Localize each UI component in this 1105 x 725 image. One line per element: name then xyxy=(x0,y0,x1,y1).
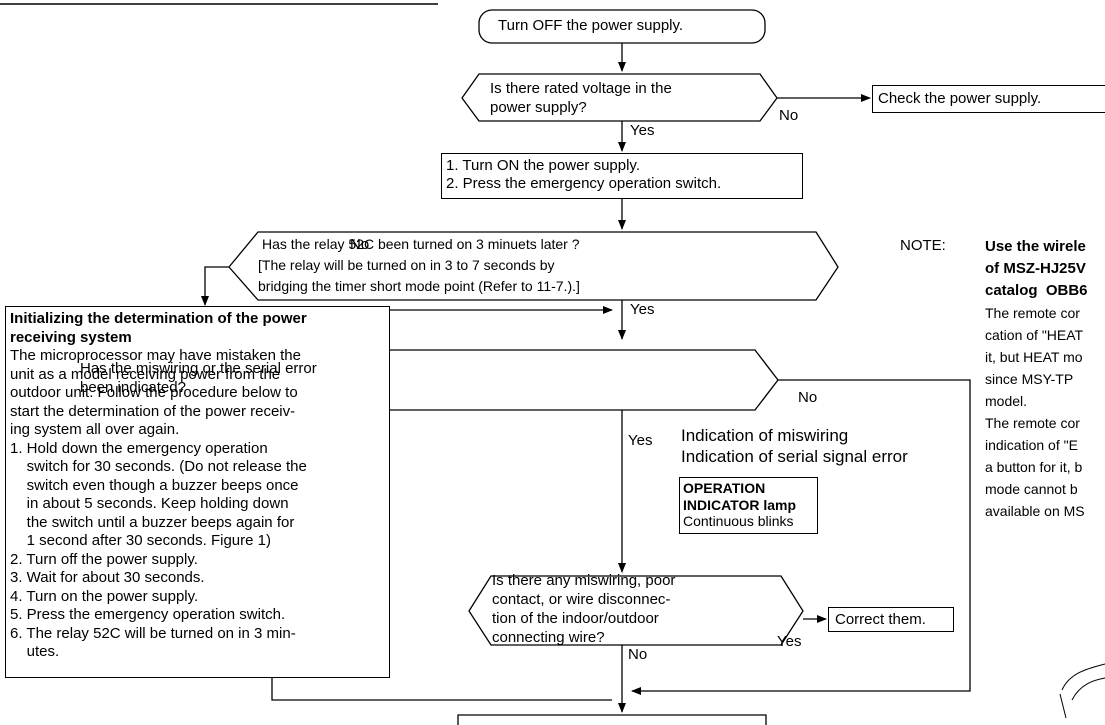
label-no-relay: No xyxy=(350,236,370,253)
decision-wire-line-3: tion of the indoor/outdoor xyxy=(492,610,659,627)
note-label: NOTE: xyxy=(900,237,946,254)
next-step-box-shape xyxy=(457,714,767,725)
lamp-title-1: OPERATION xyxy=(683,480,766,496)
start-node-text: Turn OFF the power supply. xyxy=(498,17,684,34)
init-step: switch for 30 seconds. (Do not release t… xyxy=(10,458,307,475)
note-line: model. xyxy=(985,393,1028,409)
init-intro-3: outdoor unit. Follow the procedure below… xyxy=(10,384,298,401)
note-line: available on MS xyxy=(985,503,1085,519)
decision-wire-shape xyxy=(468,575,804,646)
label-yes-wire: Yes xyxy=(777,633,802,650)
note-block: Use the wirele of MSZ-HJ25V catalog OBB6… xyxy=(985,236,1105,522)
label-no-wire: No xyxy=(628,646,648,663)
lamp-title-2: INDICATOR lamp xyxy=(683,496,797,513)
indication-line-1: Indication of miswiring xyxy=(681,426,849,445)
init-step: the switch until a buzzer beeps again fo… xyxy=(10,513,295,531)
init-intro-5: ing system all over again. xyxy=(10,421,180,438)
note-bold-line: Use the wirele xyxy=(985,238,1086,255)
check-power-box: Check the power supply. xyxy=(872,85,1105,113)
note-line: mode cannot b xyxy=(985,481,1078,497)
turn-on-steps-box: 1. Turn ON the power supply. 2. Press th… xyxy=(441,153,803,199)
init-step: utes. xyxy=(10,643,60,660)
init-step: in about 5 seconds. Keep holding down xyxy=(10,495,289,512)
init-intro-1: The microprocessor may have mistaken the xyxy=(10,347,301,364)
note-line: since MSY-TP xyxy=(985,371,1074,387)
decision-wire-line-4: connecting wire? xyxy=(492,629,605,646)
init-step: 5. Press the emergency operation switch. xyxy=(10,606,286,623)
decision-wire-line-2: contact, or wire disconnec- xyxy=(492,591,671,608)
indication-line-2: Indication of serial signal error xyxy=(681,447,908,466)
decision-wire-line-1: Is there any miswiring, poor xyxy=(492,572,676,589)
label-no-voltage: No xyxy=(779,107,799,124)
label-no-miswiring: No xyxy=(798,389,818,406)
note-line: indication of "E xyxy=(985,437,1078,453)
init-step: 4. Turn on the power supply. xyxy=(10,587,199,605)
label-yes-relay: Yes xyxy=(630,301,655,318)
decision-relay-line-3: bridging the timer short mode point (Ref… xyxy=(258,278,580,294)
decision-miswiring-line-1: Has the miswiring or the serial error xyxy=(80,360,317,377)
remote-controller-figure xyxy=(1059,663,1105,719)
init-step: 1 second after 30 seconds. Figure 1) xyxy=(10,532,271,549)
note-bold-line: catalog OBB6 xyxy=(985,282,1088,299)
note-line: cation of "HEAT xyxy=(985,327,1084,343)
check-power-text: Check the power supply. xyxy=(878,90,1042,107)
decision-relay-shape xyxy=(228,231,839,301)
init-title-line-1: Initializing the determination of the po… xyxy=(10,310,307,327)
turn-on-step-1: 1. Turn ON the power supply. xyxy=(446,157,640,174)
note-bold-line: of MSZ-HJ25V xyxy=(985,260,1086,277)
correct-box: Correct them. xyxy=(828,607,954,632)
note-line: it, but HEAT mo xyxy=(985,349,1083,365)
decision-voltage-line-1: Is there rated voltage in the xyxy=(490,80,672,97)
init-intro-4: start the determination of the power rec… xyxy=(10,402,296,420)
decision-voltage-line-2: power supply? xyxy=(490,99,587,116)
decision-relay-line-2: [The relay will be turned on in 3 to 7 s… xyxy=(258,257,555,273)
note-line: The remote cor xyxy=(985,305,1080,321)
lamp-box: OPERATION INDICATOR lamp Continuous blin… xyxy=(679,477,818,534)
note-line: The remote cor xyxy=(985,415,1080,431)
turn-on-step-2: 2. Press the emergency operation switch. xyxy=(446,175,722,192)
init-step: 1. Hold down the emergency operation xyxy=(10,439,268,457)
init-step: 2. Turn off the power supply. xyxy=(10,550,198,568)
label-yes-miswiring: Yes xyxy=(628,432,653,449)
init-title-line-2: receiving system xyxy=(10,328,132,346)
decision-relay-line-1: Has the relay 52C been turned on 3 minue… xyxy=(262,236,580,252)
note-line: a button for it, b xyxy=(985,459,1083,475)
decision-miswiring-line-2: been indicated? xyxy=(80,379,186,396)
init-intro-2: unit as a model receiving power from the xyxy=(10,365,281,383)
init-step: 6. The relay 52C will be turned on in 3 … xyxy=(10,624,296,642)
label-yes-voltage: Yes xyxy=(630,122,655,139)
init-procedure-box: Initializing the determination of the po… xyxy=(5,306,390,678)
lamp-text: Continuous blinks xyxy=(683,513,794,529)
init-step: switch even though a buzzer beeps once xyxy=(10,476,299,494)
init-step: 3. Wait for about 30 seconds. xyxy=(10,569,205,586)
correct-text: Correct them. xyxy=(835,611,926,628)
